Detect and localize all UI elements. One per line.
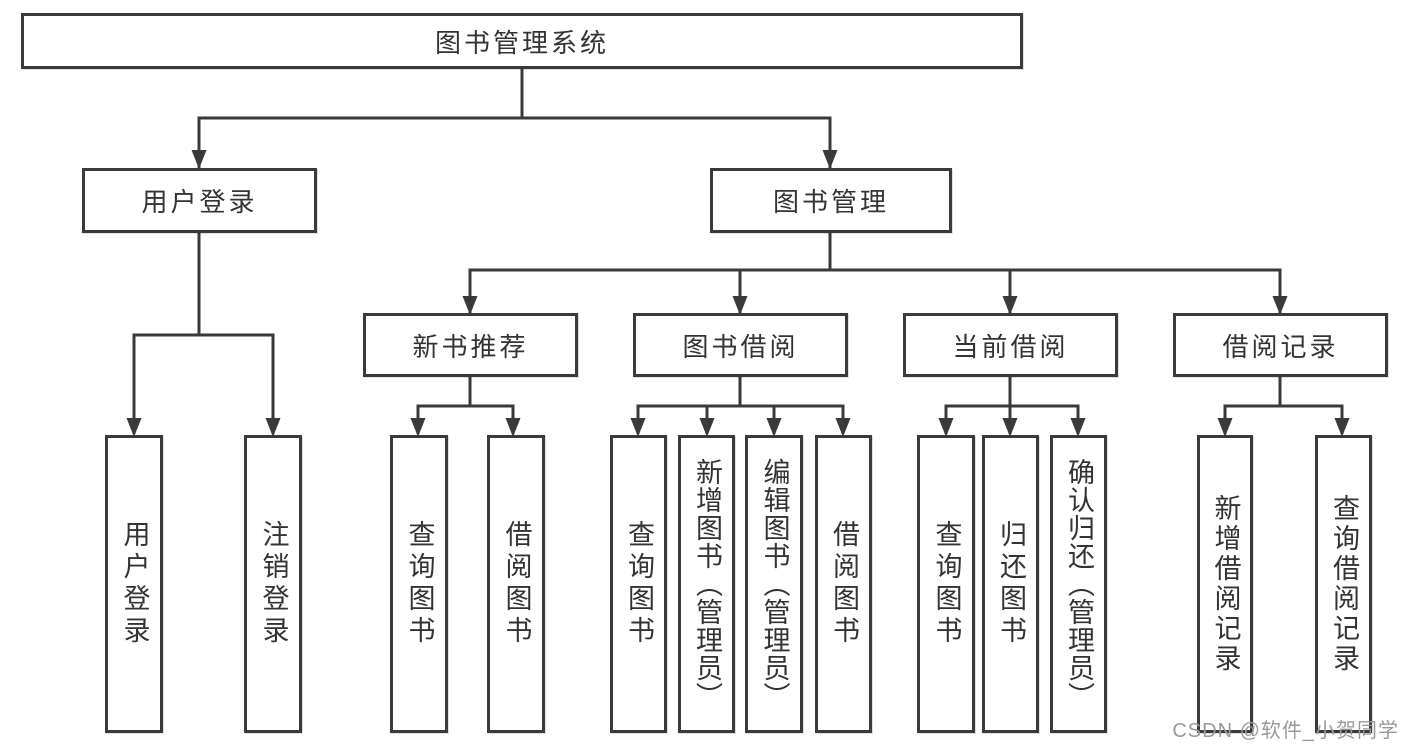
- node-user-login: 用户登录: [82, 168, 317, 233]
- node-label: 新增图书（管理员）: [692, 458, 722, 710]
- leaf-br-add-record: 新增借阅记录: [1197, 435, 1253, 733]
- node-label: 图书借阅: [682, 331, 799, 362]
- node-label: 当前借阅: [952, 331, 1069, 362]
- node-book-management: 图书管理: [710, 168, 952, 233]
- node-label: 借阅图书: [829, 520, 859, 648]
- leaf-nbr-query-books: 查询图书: [390, 435, 448, 733]
- leaf-cb-confirm-return-admin: 确认归还（管理员）: [1050, 435, 1107, 733]
- node-label: 图书管理: [772, 187, 889, 217]
- node-label: 查询借阅记录: [1329, 494, 1359, 674]
- node-label: 编辑图书（管理员）: [759, 458, 790, 710]
- node-label: 借阅记录: [1222, 331, 1339, 362]
- node-label: 注销登录: [258, 520, 289, 648]
- leaf-bb-add-books-admin: 新增图书（管理员）: [678, 435, 735, 733]
- arrow-down-icons: [126, 150, 1350, 437]
- connector-paths: [132, 68, 1344, 434]
- node-current-borrowing: 当前借阅: [903, 313, 1118, 377]
- node-label: 新增借阅记录: [1210, 494, 1241, 674]
- leaf-user-login: 用户登录: [105, 435, 163, 733]
- leaf-cb-return-books: 归还图书: [982, 435, 1039, 733]
- node-label: 用户登录: [119, 520, 150, 648]
- leaf-br-query-record: 查询借阅记录: [1315, 435, 1372, 733]
- node-label: 新书推荐: [412, 331, 529, 362]
- node-label: 查询图书: [931, 520, 962, 648]
- node-label: 用户登录: [141, 187, 258, 217]
- leaf-bb-borrow-books: 借阅图书: [815, 435, 872, 733]
- leaf-bb-edit-books-admin: 编辑图书（管理员）: [745, 435, 803, 733]
- leaf-nbr-borrow-books: 借阅图书: [487, 435, 545, 733]
- node-label: 确认归还（管理员）: [1064, 458, 1094, 710]
- node-borrowing-records: 借阅记录: [1173, 313, 1388, 377]
- leaf-bb-query-books: 查询图书: [610, 435, 667, 733]
- node-book-borrowing: 图书借阅: [633, 313, 848, 377]
- node-label: 借阅图书: [501, 520, 532, 648]
- leaf-cb-query-books: 查询图书: [917, 435, 975, 733]
- node-label: 查询图书: [404, 520, 435, 648]
- node-root-library-system: 图书管理系统: [21, 13, 1023, 69]
- csdn-watermark: CSDN @软件_小贺同学: [1172, 720, 1399, 742]
- node-label: 查询图书: [624, 520, 654, 648]
- leaf-logout: 注销登录: [244, 435, 302, 733]
- node-label: 归还图书: [996, 520, 1026, 648]
- node-label: 图书管理系统: [434, 27, 609, 58]
- node-new-book-recommend: 新书推荐: [363, 313, 578, 377]
